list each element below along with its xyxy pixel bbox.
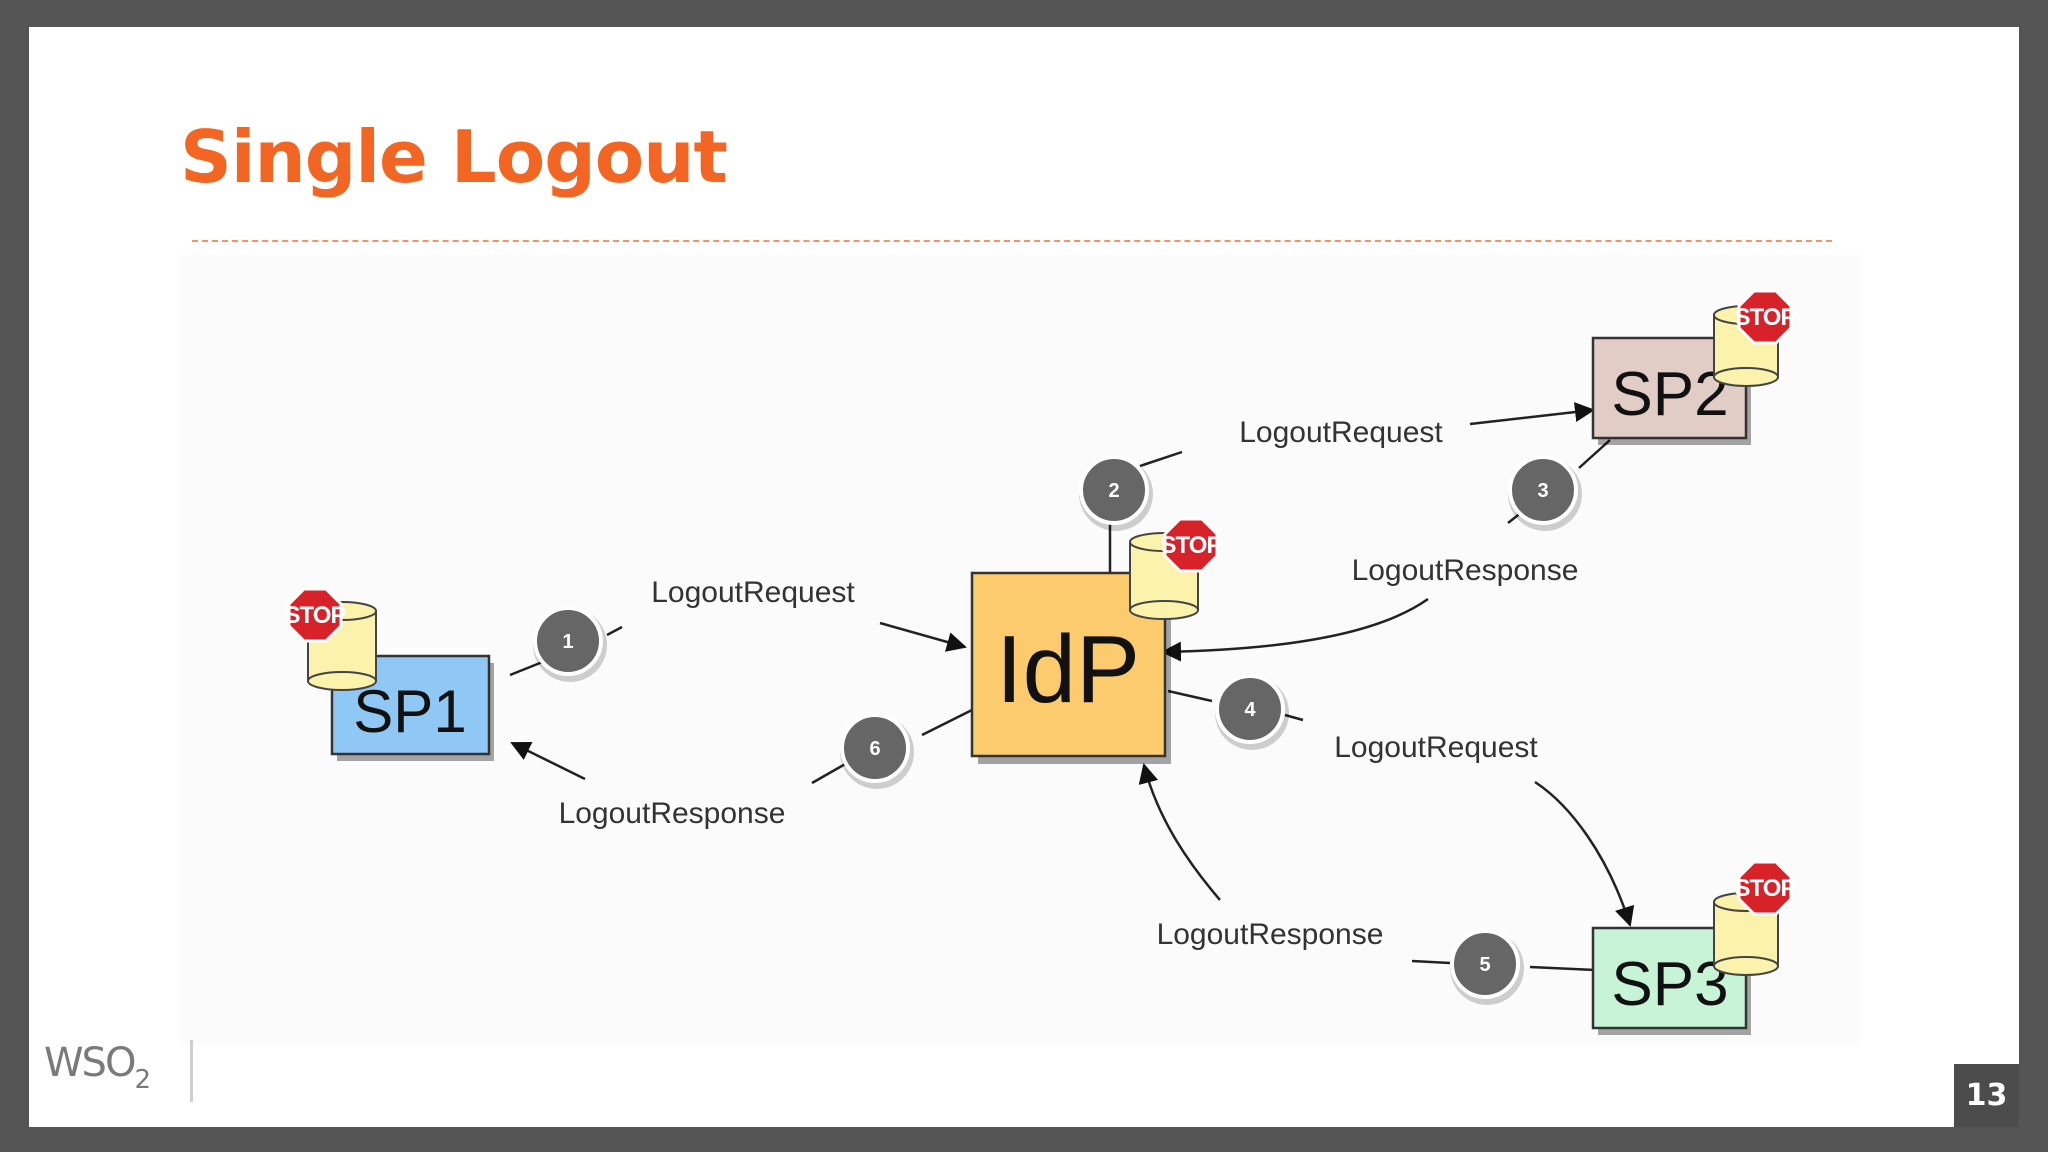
page-number: 13 [1954, 1064, 2019, 1127]
message-label-1: LogoutRequest [651, 576, 855, 609]
connector-4-arrow [1534, 780, 1635, 927]
message-label-3: LogoutResponse [1352, 554, 1579, 587]
step-badges: 1 2 3 4 5 [533, 455, 1582, 1005]
sp3-label: SP3 [1611, 950, 1728, 1019]
connector-6-arrow [510, 741, 586, 781]
message-label-4: LogoutRequest [1334, 731, 1538, 764]
sp1-label: SP1 [353, 678, 466, 745]
node-idp: IdP STOP [970, 517, 1223, 764]
node-sp1: SP1 STOP [285, 587, 494, 761]
sp3-stop-label: STOP [1735, 875, 1797, 902]
slide-title: Single Logout [180, 115, 728, 199]
title-divider [192, 240, 1832, 242]
logo-main: WSO [44, 1040, 136, 1086]
connector-1-mid [606, 625, 623, 637]
step-number-1: 1 [562, 631, 573, 653]
step-number-4: 4 [1244, 699, 1256, 721]
sp2-stop-label: STOP [1735, 304, 1797, 331]
idp-label: IdP [996, 616, 1140, 723]
connector-2-mid [1139, 450, 1183, 468]
connector-6-mid [811, 761, 848, 785]
idp-stop-icon: STOP [1161, 517, 1223, 573]
message-label-5: LogoutResponse [1157, 918, 1384, 951]
connector-5-mid [1411, 959, 1451, 965]
step-badge-1: 1 [533, 606, 607, 682]
sp1-stop-icon: STOP [285, 587, 347, 643]
connector-4-mid [1284, 713, 1304, 722]
sp2-stop-icon: STOP [1735, 289, 1797, 345]
step-badge-6: 6 [840, 713, 914, 789]
step-number-3: 3 [1537, 480, 1548, 502]
sp3-stop-icon: STOP [1735, 860, 1797, 916]
idp-stop-label: STOP [1161, 532, 1223, 559]
step-badge-4: 4 [1215, 674, 1289, 750]
message-label-2: LogoutRequest [1239, 416, 1443, 449]
step-badge-5: 5 [1450, 929, 1524, 1005]
connector-3-arrow [1161, 597, 1429, 662]
connector-1-arrow [879, 621, 967, 652]
connector-3-sp2 [1578, 439, 1611, 469]
message-label-6: LogoutResponse [559, 797, 786, 830]
step-badge-3: 3 [1508, 455, 1582, 531]
connector-4-idp [1167, 689, 1213, 703]
footer-divider [190, 1040, 193, 1102]
node-sp2: SP2 STOP [1591, 289, 1797, 445]
connectors [509, 402, 1635, 972]
step-number-6: 6 [869, 738, 880, 760]
step-number-2: 2 [1108, 480, 1119, 502]
step-badge-2: 2 [1079, 455, 1153, 531]
logo-sub: 2 [134, 1065, 150, 1095]
connector-6-idp [921, 708, 973, 737]
connector-5-arrow [1138, 763, 1221, 901]
node-sp3: SP3 STOP [1591, 860, 1797, 1035]
diagram-area: SP1 STOP IdP STOP [180, 255, 1860, 1045]
step-number-5: 5 [1479, 954, 1490, 976]
connector-2-arrow [1469, 402, 1595, 426]
wso2-logo: WSO2 [44, 1040, 151, 1095]
message-labels: LogoutRequest LogoutRequest LogoutRespon… [559, 416, 1579, 951]
sp1-stop-label: STOP [285, 602, 347, 629]
connector-5-sp3 [1529, 965, 1596, 972]
single-logout-diagram: SP1 STOP IdP STOP [285, 289, 1797, 1035]
sp2-label: SP2 [1611, 360, 1728, 429]
